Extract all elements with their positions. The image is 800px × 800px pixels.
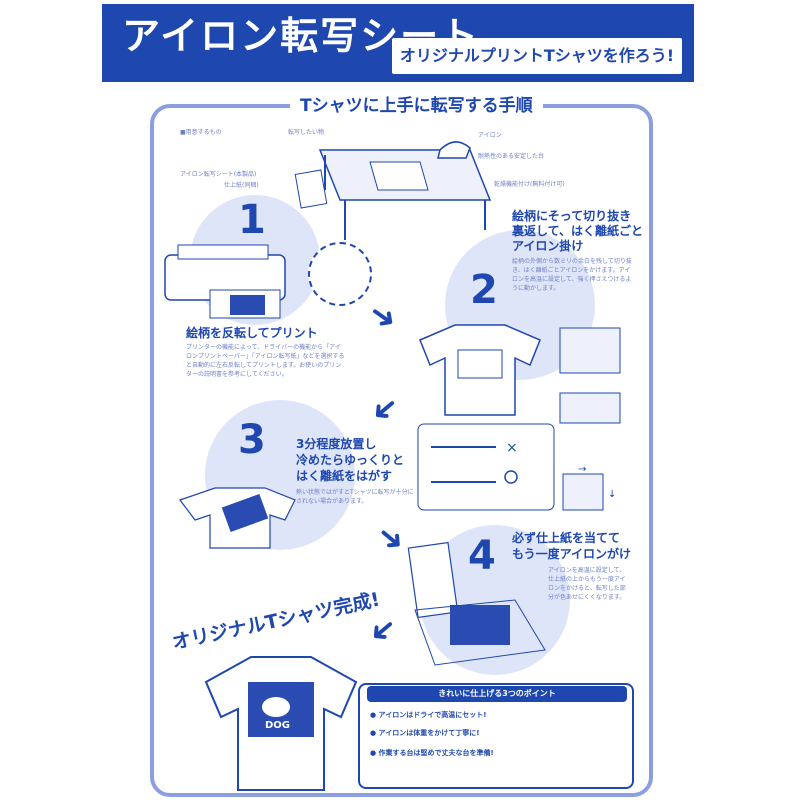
item-iron: アイロン [478, 132, 502, 139]
tips-title: きれいに仕上げる3つのポイント [367, 686, 627, 702]
step2-body: 絵柄の外側から数ミリの余白を残して切り抜き、はく離紙ごとアイロンをかけます。アイ… [512, 258, 632, 292]
step4-number: 4 [468, 533, 496, 579]
peel-direction-diagram: × [417, 423, 555, 511]
tshirt-ironing-illustration [419, 324, 541, 416]
step4-title-line2: もう一度アイロンがけ [512, 547, 632, 561]
step4-title-line1: 必ず仕上紙を当てて [512, 531, 621, 545]
needed-items-label: ■用意するもの [180, 129, 222, 136]
item-finish-paper: 仕上紙(同梱) [224, 182, 259, 189]
step1-body: プリンターの機能によって、ドライバーの機能から「アイロンプリントペーパー」「アイ… [186, 344, 345, 378]
step4-body: アイロンを高温に設定して、仕上紙の上からもう一度アイロンをかけると、転写した部分… [548, 567, 626, 601]
tip-2: ● アイロンは体重をかけて丁寧に! [370, 729, 480, 737]
svg-text:↓: ↓ [608, 489, 616, 500]
step3-title-line1: 3分程度放置し [296, 437, 377, 451]
step3-body: 熱い状態ではがすとTシャツに転写が十分にされない場合があります。 [296, 489, 414, 505]
step2-title-line1: 絵柄にそって切り抜き [512, 209, 632, 223]
item-board: 耐熱性のある安定した台 [478, 153, 545, 160]
tip-1: ● アイロンはドライで高温にセット! [370, 711, 487, 719]
tip-3: ● 作業する台は堅めで丈夫な台を準備! [370, 749, 494, 757]
panel-title: Tシャツに上手に転写する手順 [290, 94, 543, 118]
item-sheet: アイロン転写シート(本製品) [180, 171, 257, 178]
step2-number: 2 [470, 267, 498, 313]
sheet-illustration [294, 169, 328, 209]
cutting-diagram [559, 327, 621, 424]
shirt-print-text: DOG [265, 720, 291, 731]
svg-text:×: × [506, 440, 518, 456]
step3-number: 3 [238, 417, 266, 463]
mirror-hint-bubble [308, 242, 372, 306]
finish-ironing-illustration [407, 541, 546, 666]
ironing-table-illustration [318, 141, 492, 240]
svg-text:→: → [578, 464, 586, 475]
step1-title: 絵柄を反転してプリント [186, 326, 318, 340]
finished-tshirt-illustration [204, 656, 358, 791]
step3-title-line3: はく離紙をはがす [296, 469, 393, 483]
step3-title-line2: 冷めたらゆっくりと [296, 453, 405, 467]
page-subtitle: オリジナルプリントTシャツを作ろう! [392, 38, 682, 74]
step1-number: 1 [238, 197, 266, 243]
peeling-illustration [179, 487, 296, 549]
printer-illustration [164, 244, 286, 319]
step2-title-line2: 裏返して、はく離紙ごと [512, 224, 644, 238]
fold-illustration: → ↓ [562, 464, 616, 511]
step2-title-line3: アイロン掛け [512, 239, 584, 253]
item-printable-tshirt: 転写したい物 [288, 129, 325, 136]
item-towel: 乾燥機能付け(無料付け可) [494, 181, 565, 188]
